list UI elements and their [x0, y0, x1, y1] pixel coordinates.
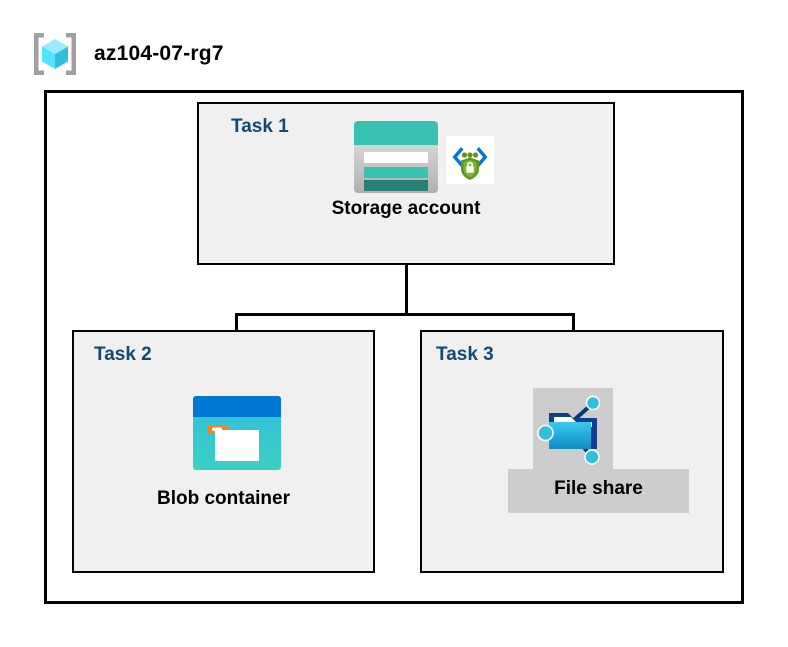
file-share-icon	[535, 391, 611, 467]
resource-group-header: az104-07-rg7	[30, 28, 350, 80]
connector-bus	[235, 313, 575, 316]
resource-group-icon	[30, 29, 80, 79]
task-3-label: Task 3	[436, 344, 494, 365]
private-link-icon	[446, 136, 494, 184]
task-2-label: Task 2	[94, 344, 152, 365]
file-share-label: File share	[554, 478, 643, 499]
storage-account-icon	[354, 121, 438, 193]
storage-account-label: Storage account	[331, 198, 481, 219]
task-1-label: Task 1	[231, 116, 289, 137]
blob-container-label: Blob container	[156, 488, 290, 509]
file-share-label-highlight	[508, 469, 689, 513]
connector-storage-to-bus	[405, 265, 408, 315]
blob-container-icon	[193, 396, 281, 470]
resource-group-name: az104-07-rg7	[94, 42, 224, 65]
